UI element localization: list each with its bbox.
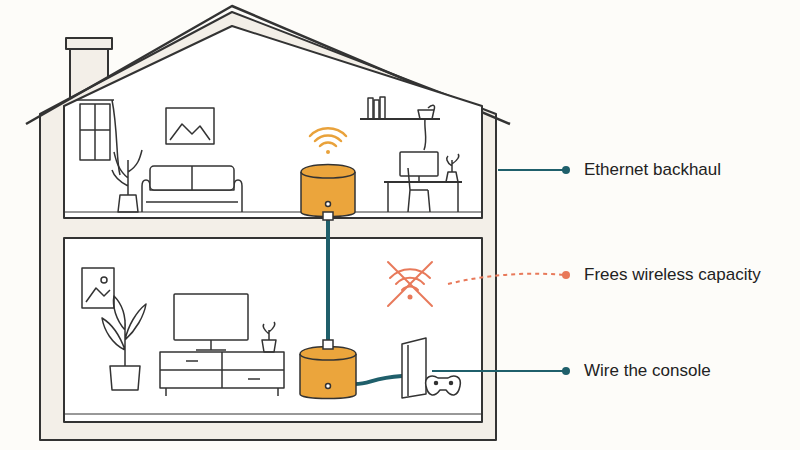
wifi-signal-part: [310, 128, 346, 136]
house-shell-part: [66, 38, 112, 49]
upper-furniture: [76, 97, 462, 212]
mesh-router-upper-part: [301, 165, 355, 217]
upper-furniture-part: [118, 195, 138, 212]
upper-furniture-part: [368, 98, 373, 119]
lower-furniture-part: [102, 296, 146, 366]
upper-furniture-part: [76, 100, 120, 175]
house-shell: [26, 6, 510, 440]
mesh-router-lower-part: [326, 384, 331, 389]
mesh-router-upper-part: [323, 212, 333, 220]
upper-furniture-part: [80, 104, 110, 160]
game-console: [402, 338, 460, 398]
game-console-part: [450, 382, 453, 385]
mesh-router-upper: [301, 165, 355, 221]
wifi-signal-part: [326, 150, 330, 154]
game-console-part: [435, 382, 438, 385]
upper-furniture-part: [408, 168, 430, 212]
lower-furniture-part: [101, 277, 107, 283]
leader-lines-part: [562, 271, 570, 279]
lower-furniture-part: [262, 322, 276, 352]
lower-furniture-part: [277, 388, 279, 396]
lower-furniture-part: [210, 340, 212, 350]
wifi-crossed-out: [388, 262, 432, 306]
leader-lines-part: [448, 274, 566, 284]
leader-lines-part: [562, 367, 570, 375]
upper-furniture-part: [387, 182, 389, 212]
upper-furniture-part: [380, 97, 385, 119]
upper-furniture-part: [400, 152, 438, 176]
upper-furniture-part: [191, 166, 193, 190]
wifi-signal-part: [320, 143, 336, 146]
lower-furniture-part: [86, 288, 110, 302]
mesh-router-lower-part: [323, 340, 333, 349]
mesh-router-lower-part: [300, 347, 356, 399]
leader-lines-part: [562, 166, 570, 174]
wifi-signal: [310, 128, 346, 154]
mesh-router-lower: [300, 340, 356, 399]
house-shell-part: [64, 26, 482, 218]
lower-furniture-part: [221, 352, 223, 388]
upper-furniture-part: [446, 154, 459, 182]
callout-label: Wire the console: [584, 360, 711, 382]
wifi-crossed-out-part: [388, 262, 432, 306]
upper-furniture-part: [150, 166, 234, 190]
game-console-part: [426, 376, 461, 395]
callout-label: Frees wireless capacity: [584, 264, 761, 286]
wifi-crossed-out-part: [408, 295, 413, 300]
wifi-crossed-out-part: [388, 262, 432, 306]
upper-furniture-part: [94, 104, 96, 160]
ethernet-cable-part: [355, 376, 402, 384]
upper-furniture-part: [80, 129, 110, 131]
lower-furniture-part: [186, 360, 198, 362]
mesh-router-upper-part: [301, 172, 355, 178]
upper-furniture-part: [112, 150, 142, 195]
game-console-part: [402, 338, 426, 398]
lower-furniture: [82, 268, 284, 396]
house-shell-part: [64, 414, 482, 415]
leader-lines-part: [432, 370, 566, 372]
lower-furniture-part: [110, 366, 140, 390]
lower-furniture-part: [160, 352, 284, 388]
mesh-router-upper-part: [326, 202, 331, 207]
house-shell-part: [64, 238, 482, 422]
ethernet-cable-part: [326, 218, 330, 340]
leader-lines-part: [498, 169, 566, 171]
lower-furniture-part: [82, 268, 114, 308]
lower-furniture-part: [196, 349, 226, 351]
lower-furniture-part: [248, 378, 260, 380]
upper-furniture-part: [457, 182, 459, 212]
upper-furniture-part: [374, 100, 379, 119]
mesh-router-lower-part: [300, 354, 356, 360]
game-console-part: [407, 345, 409, 396]
upper-furniture-part: [170, 124, 210, 140]
upper-furniture-part: [166, 108, 214, 144]
wifi-signal-part: [315, 135, 341, 141]
upper-furniture-part: [146, 201, 238, 203]
lower-furniture-part: [174, 294, 248, 340]
upper-furniture-part: [418, 110, 434, 119]
lower-furniture-part: [165, 388, 167, 396]
upper-furniture-part: [384, 181, 462, 183]
callout-label: Ethernet backhaul: [584, 159, 721, 181]
leader-lines: [432, 166, 570, 375]
